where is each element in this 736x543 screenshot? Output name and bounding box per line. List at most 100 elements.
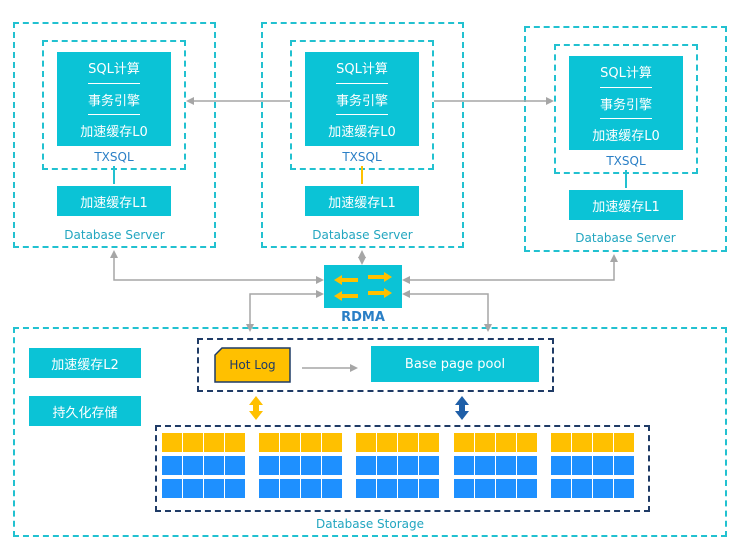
storage-block-cell (419, 479, 439, 498)
storage-block-cell (614, 456, 634, 475)
storage-block-cell (517, 433, 537, 452)
persistent-storage-box: 持久化存储 (29, 396, 141, 426)
arrow-server3-rdma (402, 254, 618, 284)
storage-block-group (454, 433, 537, 498)
storage-block-cell (322, 433, 342, 452)
arrow-rdma-basepool (402, 290, 492, 332)
storage-block-cell (162, 433, 182, 452)
storage-block-cell (356, 479, 376, 498)
sql-compute-box: SQL计算 (336, 52, 388, 84)
storage-block-cell (259, 479, 279, 498)
cache-l1-box-3: 加速缓存L1 (569, 190, 683, 220)
storage-block-cell (225, 433, 245, 452)
storage-block-cell (398, 433, 418, 452)
storage-block-cell (614, 479, 634, 498)
storage-block-cell (517, 456, 537, 475)
cache-tier-group (197, 338, 554, 392)
storage-block-cell (475, 479, 495, 498)
basepool-storage-double-arrow (455, 396, 469, 420)
transaction-engine-box: 事务引擎 (599, 87, 652, 120)
arrow-server1-rdma (110, 250, 324, 284)
storage-block-cell (225, 456, 245, 475)
cache-l1-box-1: 加速缓存L1 (57, 186, 171, 216)
transaction-engine-box: 事务引擎 (335, 83, 388, 116)
storage-blocks-group (155, 425, 650, 512)
storage-block-cell (280, 479, 300, 498)
cache-l0-box: 加速缓存L0 (80, 115, 148, 147)
storage-block-cell (551, 479, 571, 498)
arrow-rdma-hotlog (246, 290, 324, 332)
storage-block-cell (496, 456, 516, 475)
storage-block-cell (280, 456, 300, 475)
storage-block-cell (496, 479, 516, 498)
storage-block-cell (183, 433, 203, 452)
rdma-switch (324, 265, 402, 308)
storage-block-cell (593, 433, 613, 452)
storage-block-cell (162, 456, 182, 475)
storage-block-cell (377, 479, 397, 498)
database-server-1 (13, 22, 216, 248)
hot-log-label: Hot Log (229, 358, 276, 372)
storage-block-cell (204, 433, 224, 452)
storage-block-cell (419, 433, 439, 452)
storage-block-cell (475, 433, 495, 452)
cache-l0-box: 加速缓存L0 (592, 119, 660, 151)
storage-block-cell (322, 456, 342, 475)
storage-block-cell (572, 456, 592, 475)
engine-stack-2: SQL计算 事务引擎 加速缓存L0 (305, 52, 419, 147)
storage-block-cell (551, 456, 571, 475)
storage-block-cell (377, 456, 397, 475)
storage-block-group (356, 433, 439, 498)
storage-block-cell (356, 433, 376, 452)
engine-stack-3: SQL计算 事务引擎 加速缓存L0 (569, 56, 683, 151)
storage-block-cell (225, 479, 245, 498)
storage-block-cell (454, 479, 474, 498)
hot-log-shape (214, 347, 291, 383)
storage-block-cell (572, 433, 592, 452)
engine-stack-1: SQL计算 事务引擎 加速缓存L0 (57, 52, 171, 147)
cache-l2-box: 加速缓存L2 (29, 348, 141, 378)
txsql-label-2: TXSQL (342, 150, 382, 164)
hot-log-box: Hot Log (214, 347, 291, 383)
storage-block-cell (204, 456, 224, 475)
storage-block-cell (614, 433, 634, 452)
storage-blocks (162, 433, 634, 498)
transaction-engine-box: 事务引擎 (87, 83, 140, 116)
storage-block-cell (301, 479, 321, 498)
database-server-label-1: Database Server (64, 228, 165, 242)
storage-block-cell (496, 433, 516, 452)
database-storage (13, 327, 727, 537)
database-server-label-3: Database Server (575, 231, 676, 245)
database-storage-label: Database Storage (315, 517, 425, 531)
storage-block-cell (183, 479, 203, 498)
base-page-pool-box: Base page pool (371, 346, 539, 382)
storage-block-group (551, 433, 634, 498)
storage-block-cell (593, 456, 613, 475)
database-server-2 (261, 22, 464, 248)
storage-block-cell (259, 456, 279, 475)
storage-block-group (259, 433, 342, 498)
storage-block-cell (454, 433, 474, 452)
storage-block-cell (593, 479, 613, 498)
storage-block-cell (204, 479, 224, 498)
storage-block-cell (301, 456, 321, 475)
sql-compute-box: SQL计算 (88, 52, 140, 84)
storage-block-cell (419, 456, 439, 475)
storage-block-group (162, 433, 245, 498)
storage-block-cell (259, 433, 279, 452)
sql-compute-box: SQL计算 (600, 56, 652, 88)
storage-block-cell (398, 479, 418, 498)
storage-block-cell (301, 433, 321, 452)
rdma-exchange-arrows-icon (334, 272, 392, 301)
storage-block-cell (280, 433, 300, 452)
storage-block-cell (475, 456, 495, 475)
storage-block-cell (322, 479, 342, 498)
storage-block-cell (377, 433, 397, 452)
txsql-label-1: TXSQL (94, 150, 134, 164)
storage-block-cell (162, 479, 182, 498)
cache-l1-box-2: 加速缓存L1 (305, 186, 419, 216)
storage-block-cell (572, 479, 592, 498)
storage-block-cell (356, 456, 376, 475)
storage-block-cell (551, 433, 571, 452)
